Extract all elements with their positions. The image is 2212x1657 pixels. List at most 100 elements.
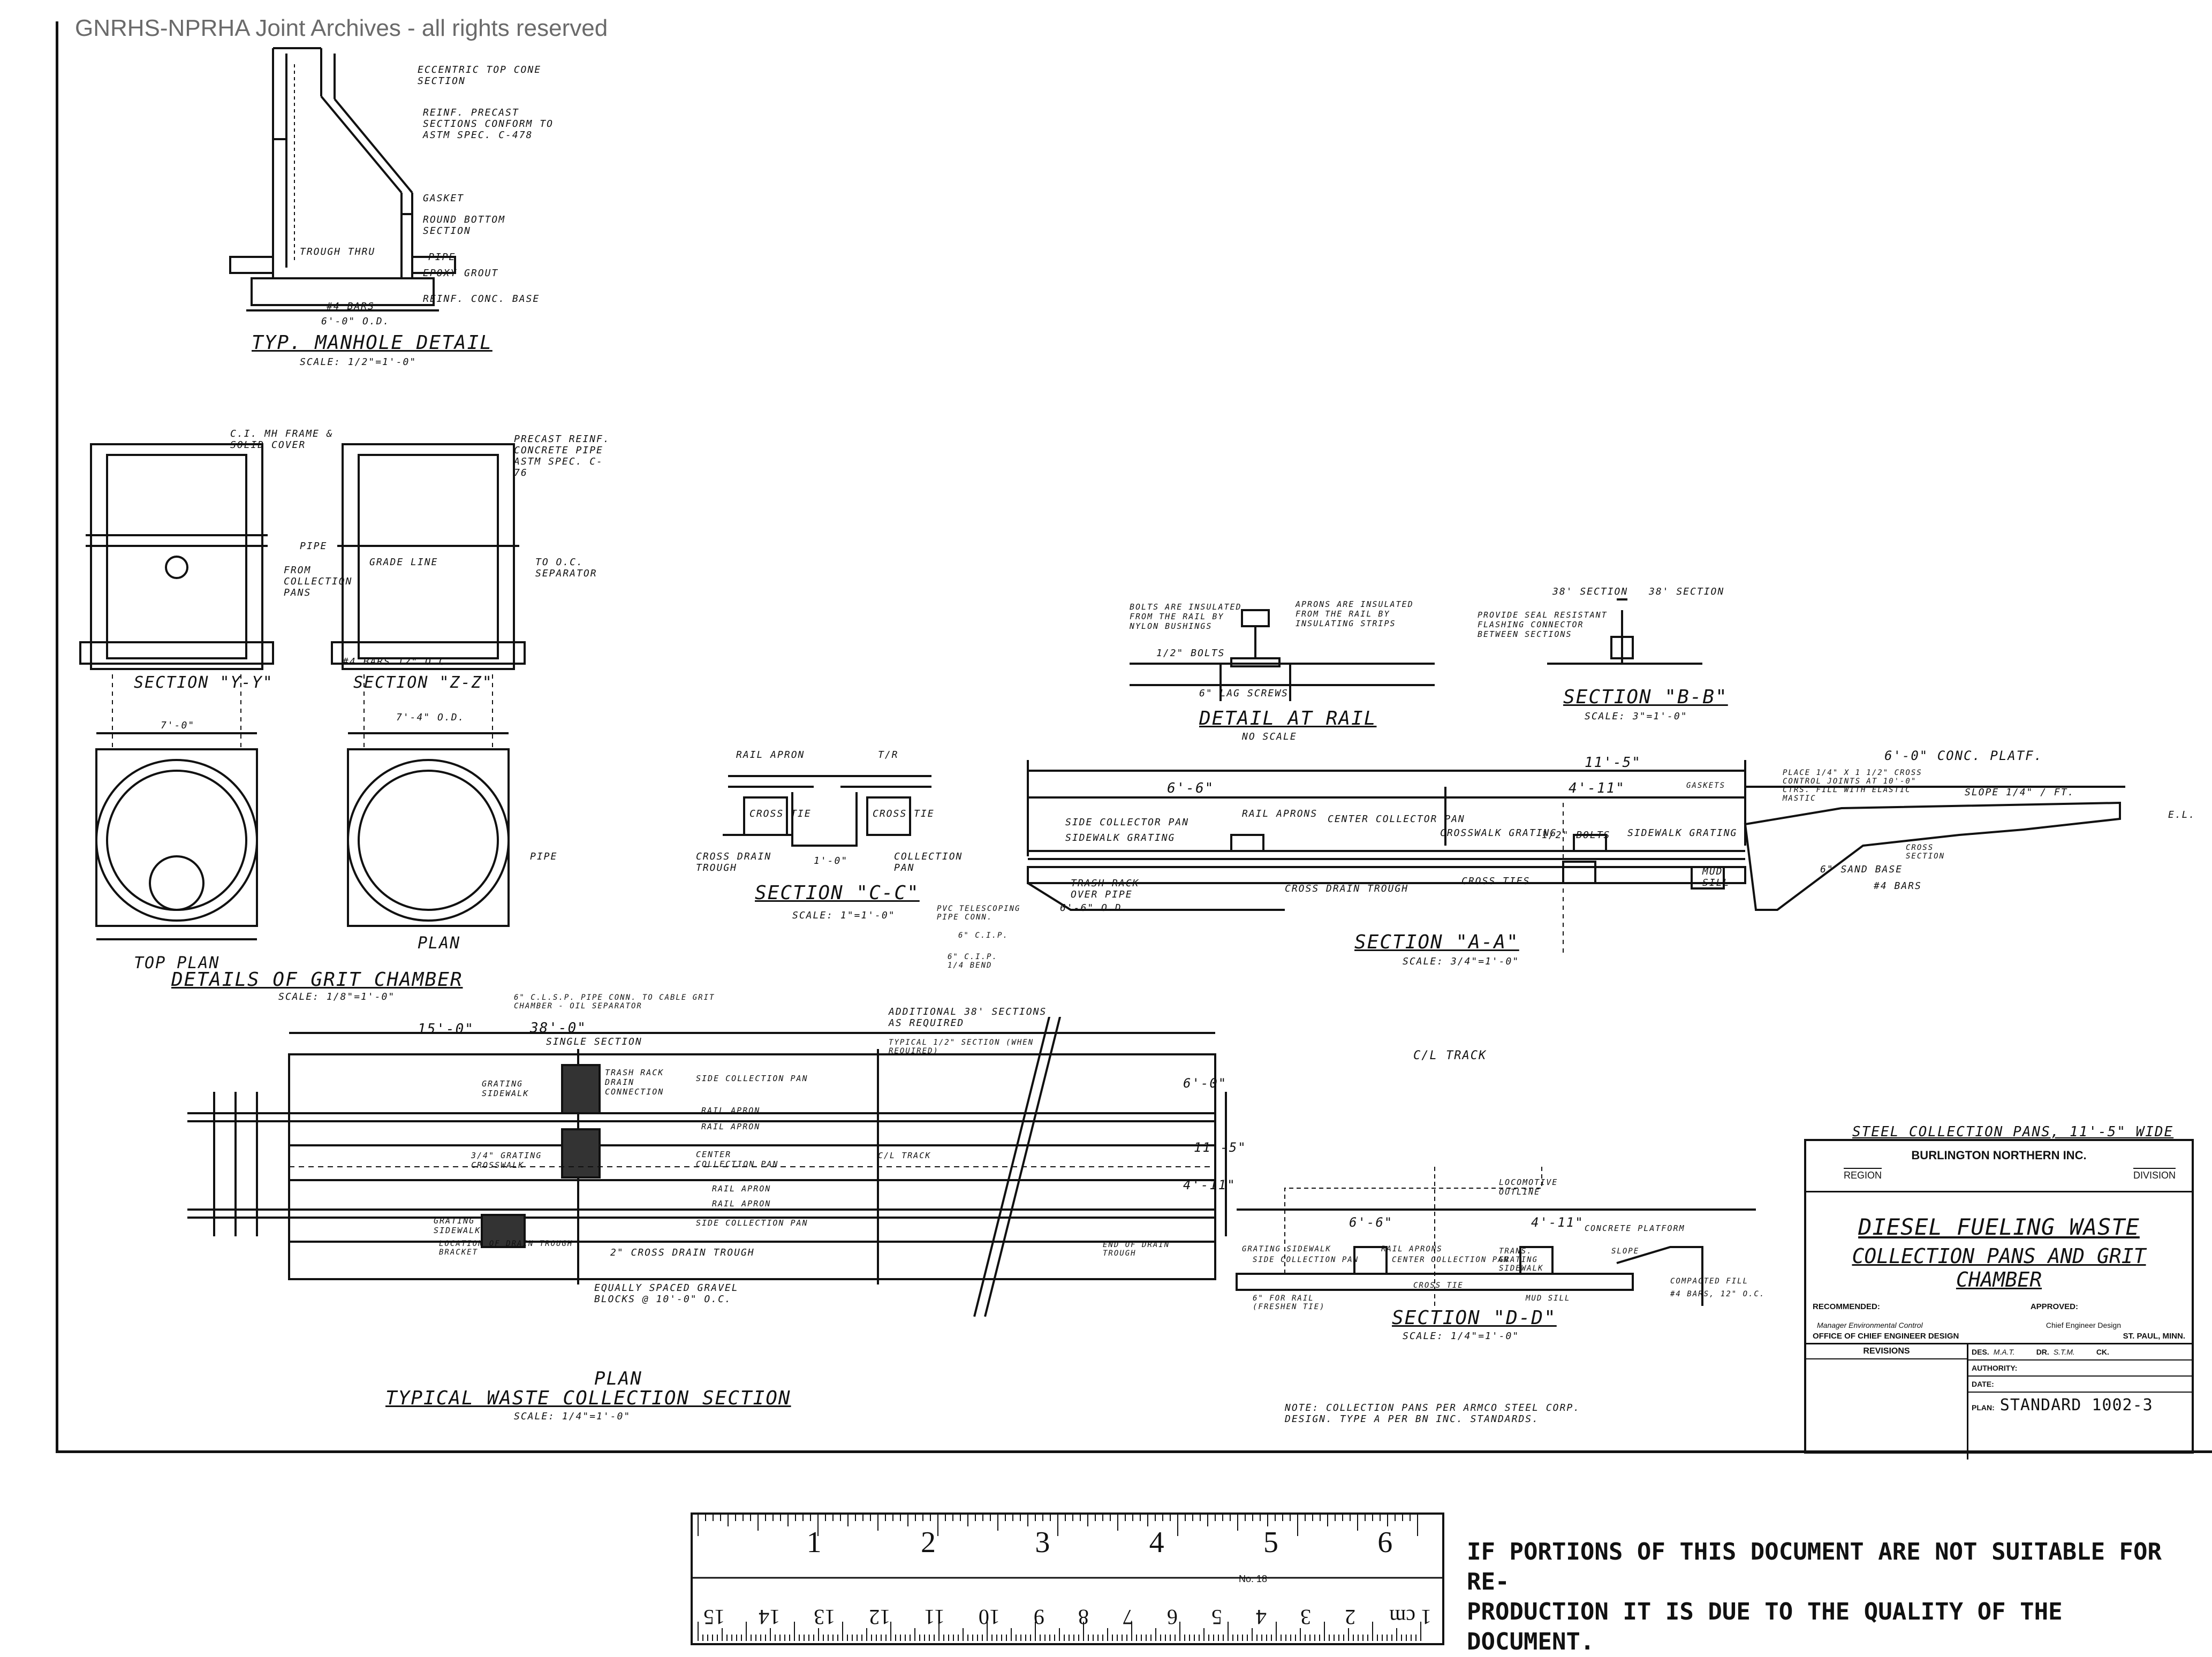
dd-label-trans: TRANS. GRATING SIDEWALK [1499,1247,1544,1273]
section-bb-drawing [1547,598,1702,665]
ruler-cm-15: 15 [703,1605,725,1629]
plan-dim-6: 6'-0" [1183,1076,1228,1091]
dd-label-side-pan: SIDE COLLECTION PAN [1253,1256,1359,1264]
ruler-cm-8: 8 [1078,1605,1089,1629]
aa-label-sidewalk-1: SIDEWALK GRATING [1065,832,1176,843]
cc-label-apron: RAIL APRON [736,749,805,761]
ruler-cm-9: 9 [1033,1605,1044,1629]
aa-label-joints: PLACE 1/4" x 1 1/2" CROSS CONTROL JOINTS… [1783,769,1922,803]
grit-note-separator: TO O.C. SEPARATOR [535,557,597,579]
manhole-note-base: REINF. CONC. BASE [423,293,540,305]
plan-dim-15: 15'-0" [418,1021,474,1037]
grit-note-bars: #4 BARS 12" O.C. [343,656,453,667]
plan-dim-38: 38'-0" [530,1020,587,1036]
section-dd-drawing [1236,1167,1756,1306]
tb-plan: PLAN: [1972,1403,1995,1412]
grit-note-from-pans: FROM COLLECTION PANS [284,565,353,598]
dd-label-mud: MUD SILL [1526,1294,1571,1303]
grit-note-od: 7'-4" O.D. [396,712,465,723]
tb-app-name: Chief Engineer Design [2046,1321,2121,1329]
rail-label-half-bolts: 1/2" BOLTS [1156,648,1225,659]
plan-label-cip-bend: 6" C.I.P. 1/4 BEND [948,953,998,970]
tb-rec-name: Manager Environmental Control [1817,1321,1923,1329]
detail-rail-drawing [1130,609,1435,701]
aa-dim-6-6: 6'-6" [1167,780,1215,796]
plan-label-apron-2: RAIL APRON [701,1122,761,1131]
dd-label-center-pan: CENTER COLLECTION PAN [1392,1256,1510,1264]
tb-recommended: RECOMMENDED: [1813,1302,1880,1311]
aa-label-side-pan: SIDE COLLECTOR PAN [1065,817,1190,828]
tb-location: ST. PAUL, MINN. [2123,1332,2185,1341]
aa-label-el: E.L. [2168,809,2196,820]
bb-label-38-right: 38' SECTION [1649,586,1725,597]
plan-label-grating-sw: GRATING SIDEWALK [482,1079,529,1098]
dd-label-slope: SLOPE [1611,1247,1640,1256]
ruler-cm-7: 7 [1122,1605,1133,1629]
ruler-inch-numbers: 1 2 3 4 5 6 [693,1525,1442,1560]
plan-label-cl-track: C/L TRACK [878,1151,931,1160]
tb-region: REGION [1844,1168,1882,1181]
ruler-cm-4: 4 [1256,1605,1267,1629]
plan-label-apron-4: RAIL APRON [712,1199,771,1208]
scale-ruler: 1 2 3 4 5 6 No. 18 1 cm 2 3 4 5 6 7 8 9 … [691,1512,1444,1645]
aa-label-trash: TRASH RACK OVER PIPE [1071,878,1140,900]
aa-label-od: 6'-6" O.D. [1060,902,1129,914]
bb-label-flashing: PROVIDE SEAL RESISTANT FLASHING CONNECTO… [1478,610,1608,639]
section-cc-drawing [723,775,931,847]
tb-dr: DR. [2036,1348,2049,1356]
waste-plan-scale: Scale: 1/4"=1'-0" [514,1411,631,1422]
bottom-note: NOTE: Collection Pans Per ARMCO Steel Co… [1285,1402,1580,1425]
grit-chamber-scale: Scale: 1/8"=1'-0" [278,991,396,1002]
ruler-ticks [693,1515,1442,1641]
ruler-cm-14: 14 [759,1605,781,1629]
tb-ck: CK. [2096,1348,2109,1356]
ruler-cm-1: 1 cm [1389,1605,1431,1629]
grit-note-pipe: PIPE [300,541,328,552]
manhole-scale: Scale: 1/2"=1'-0" [300,356,417,368]
manhole-note-grout: EPOXY GROUT [423,268,499,279]
section-z-label: SECTION "Z-Z" [353,673,493,692]
plan-label-trough-bracket: LOCATION OF DRAIN TROUGH BRACKET [439,1240,573,1257]
rail-label-lag: 6" LAG SCREWS [1199,688,1289,699]
plan-label-center-pan: CENTER COLLECTION PAN [696,1150,779,1169]
section-aa-title: SECTION "A-A" [1354,931,1519,953]
manhole-note-od: 6'-0" O.D. [321,316,390,327]
section-aa-scale: Scale: 3/4"=1'-0" [1403,956,1520,967]
manhole-note-bottom: ROUND BOTTOM SECTION [423,214,506,237]
tb-office: OFFICE OF CHIEF ENGINEER DESIGN [1813,1332,1959,1341]
tb-plan-val: STANDARD 1002-3 [1999,1396,2153,1415]
manhole-title: TYP. MANHOLE DETAIL [252,332,493,354]
aa-label-crosswalk: CROSSWALK GRATING [1440,827,1557,839]
aa-label-gaskets: GASKETS [1686,781,1726,790]
reproduction-notice: IF PORTIONS OF THIS DOCUMENT ARE NOT SUI… [1467,1537,2184,1657]
dd-label-loco: Locomotive Outline [1499,1177,1558,1197]
detail-rail-title: DETAIL AT RAIL [1199,708,1377,729]
aa-label-sidewalk-2: SIDEWALK GRATING [1627,827,1738,839]
aa-dim-4-11: 4'-11" [1569,780,1625,796]
tb-des-val: M.A.T. [1993,1348,2015,1356]
section-cc-scale: Scale: 1"=1'-0" [792,910,896,921]
ruler-cm-13: 13 [814,1605,836,1629]
grit-chamber-title: DETAILS OF GRIT CHAMBER [171,969,463,991]
aa-label-drain: CROSS DRAIN TROUGH [1285,883,1409,894]
manhole-note-pipe: PIPE [428,252,456,263]
ruler-cm-10: 10 [978,1605,1000,1629]
waste-plan-drawing [187,1017,1227,1317]
plan-label-trash-rack: TRASH RACK DRAIN CONNECTION [605,1068,664,1097]
plan-label-cross-drain: 2" CROSS DRAIN TROUGH [610,1247,755,1258]
plan-label-pipe-conn: 6" C.L.S.P. PIPE CONN. TO CABLE GRIT CHA… [514,993,715,1010]
rail-label-aprons: APRONS ARE INSULATED FROM THE RAIL BY IN… [1296,599,1414,628]
section-dd-title: SECTION "D-D" [1392,1307,1557,1329]
section-dd-scale: Scale: 1/4"=1'-0" [1403,1331,1520,1342]
tb-approved: APPROVED: [2030,1302,2078,1311]
ruler-cm-12: 12 [869,1605,891,1629]
ruler-cm-5: 5 [1211,1605,1222,1629]
cc-label-tie-1: CROSS TIE [749,808,812,819]
sheet-border [56,21,2212,1453]
dd-label-platform: CONCRETE PLATFORM [1585,1223,1685,1233]
section-aa-drawing [1027,760,2125,953]
ruler-cm-numbers: 1 cm 2 3 4 5 6 7 8 9 10 11 12 13 14 15 [703,1605,1431,1630]
section-bb-scale: Scale: 3"=1'-0" [1585,711,1688,722]
tb-dr-val: S.T.M. [2053,1348,2075,1356]
manhole-note-cone: ECCENTRIC TOP CONE SECTION [418,64,542,87]
